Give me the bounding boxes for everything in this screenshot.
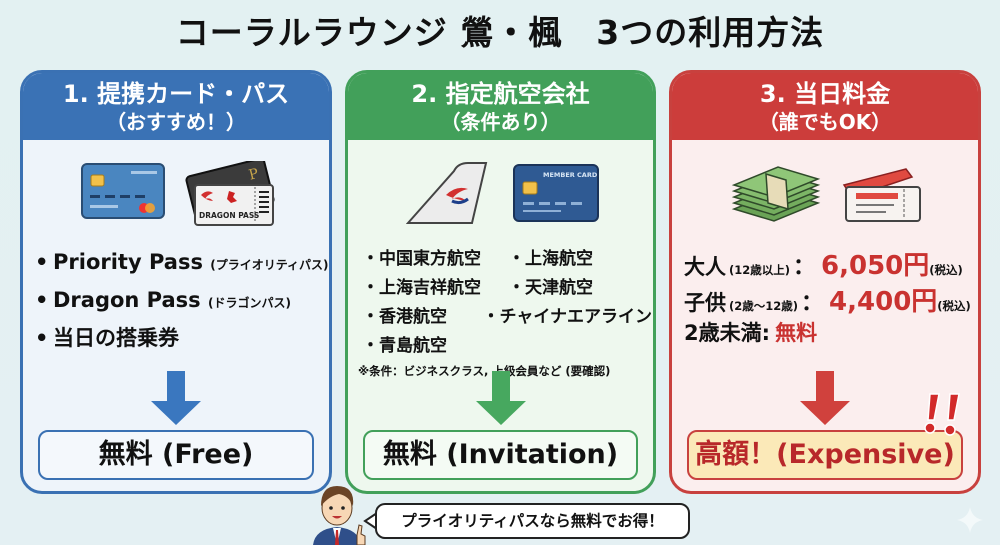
panel-subheading: （おすすめ！） [106,110,246,134]
list-row: ・上海吉祥航空・天津航空 [362,278,593,298]
exclamation-icon [924,393,960,436]
page-title: コーラルラウンジ 鶯・楓 3つの利用方法 [175,13,825,52]
panel-icons: MEMBER CARD [348,161,653,231]
panel-header: 2. 指定航空会社 （条件あり） [348,73,653,140]
arrow-down-icon [475,371,526,425]
result-free: 無料 (Free) [38,430,314,480]
price-row-adult: 大人(12歳以上)：6,050円(税込) [684,251,963,281]
panel-partner-cards: 1. 提携カード・パス （おすすめ！） P DRAGON PASS •Prio [20,70,332,494]
arrow-down-icon [800,371,850,425]
member-card-icon: MEMBER CARD [513,164,599,222]
svg-text:DRAGON PASS: DRAGON PASS [199,211,259,220]
price-row-child: 子供(2歳〜12歳)：4,400円(税込) [684,287,971,317]
dragon-pass-ticket-icon: P DRAGON PASS [185,161,275,226]
ticket-icon [842,168,921,222]
conditions-note: ※条件：ビジネスクラス, 上級会員など (要確認) [358,364,611,378]
list-row: ・青島航空 [362,336,447,356]
panel-day-pass: 3. 当日料金 （誰でもOK） 大人(12歳以上)：6,050円(税込) [669,70,981,494]
result-expensive: 高額！(Expensive) [687,430,963,480]
cash-stack-icon [731,166,821,222]
panel-heading: 2. 指定航空会社 [411,80,590,108]
list-row: ・香港航空・チャイナエアライン [362,307,652,327]
airplane-tail-icon [406,162,488,224]
panel-header: 3. 当日料金 （誰でもOK） [672,73,978,140]
svg-text:MEMBER CARD: MEMBER CARD [543,171,598,179]
price-row-infant: 2歳未満: 無料 [684,321,818,345]
businessman-avatar [313,486,366,545]
list-item: •当日の搭乗券 [35,326,179,350]
panel-heading: 1. 提携カード・パス [62,80,290,108]
svg-text:P: P [247,166,260,184]
access-methods-list: •Priority Pass (プライオリティパス) •Dragon Pass … [35,245,329,356]
list-item: •Priority Pass (プライオリティパス) [35,250,329,274]
panel-heading: 3. 当日料金 [759,80,891,108]
panel-icons: P DRAGON PASS [23,161,329,231]
result-invitation: 無料 (Invitation) [363,430,638,480]
credit-card-icon [81,163,165,219]
panel-header: 1. 提携カード・パス （おすすめ！） [23,73,329,140]
sparkle-icon [957,507,983,533]
panel-icons [672,161,978,231]
panel-designated-airlines: 2. 指定航空会社 （条件あり） MEMBER CARD ・中国東方航空・上海航… [345,70,656,494]
arrow-down-icon [151,371,201,425]
speech-tail [363,512,378,530]
price-list: 大人(12歳以上)：6,050円(税込) 子供(2歳〜12歳)：4,400円(税… [684,245,971,353]
list-item: •Dragon Pass (ドラゴンパス) [35,288,291,312]
speech-bubble: プライオリティパスなら無料でお得！ [375,503,690,539]
panel-subheading: （条件あり） [440,110,561,134]
panel-subheading: （誰でもOK） [758,110,892,134]
list-row: ・中国東方航空・上海航空 [362,249,593,269]
airline-list: ・中国東方航空・上海航空 ・上海吉祥航空・天津航空 ・香港航空・チャイナエアライ… [362,242,652,358]
